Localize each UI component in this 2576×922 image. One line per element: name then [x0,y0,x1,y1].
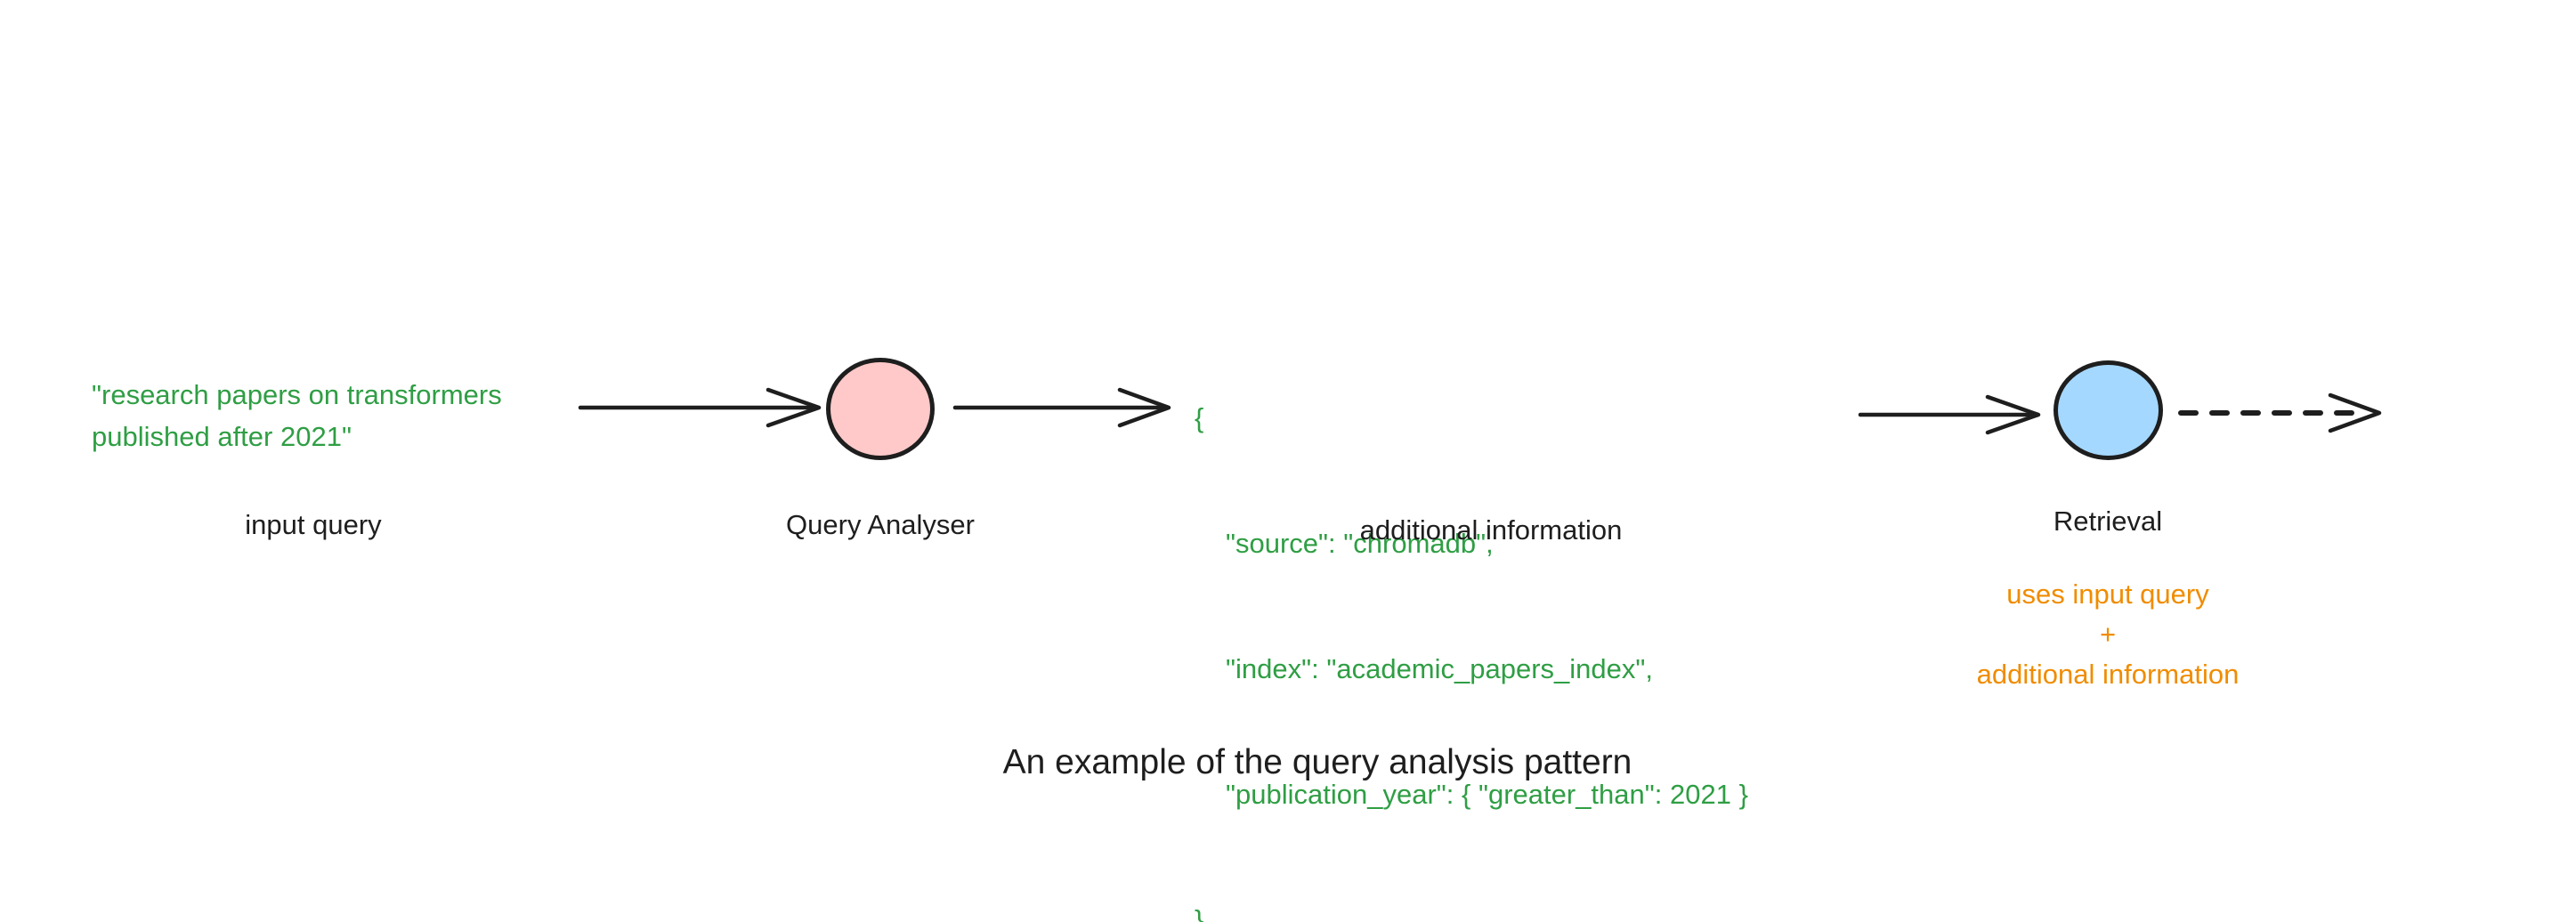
json-line: "source": "chromadb", [1226,528,1494,559]
input-query-text-line2: published after 2021" [92,421,352,452]
arrow-right-icon [578,387,822,428]
json-line: } [1195,904,1204,922]
additional-information-label: additional information [1359,514,1623,546]
arrow-right-icon [952,387,1171,428]
arrow-right-icon [1858,394,2041,435]
dashed-arrow-right-icon [2178,392,2382,433]
input-query-text-line1: "research papers on transformers [92,379,502,410]
input-query-label: input query [245,509,382,540]
retrieval-note-line3: additional information [1976,659,2240,690]
additional-information-json: { "source": "chromadb", "index": "academ… [1195,313,1748,922]
query-analyser-label: Query Analyser [786,509,975,540]
retrieval-node [2054,360,2163,460]
query-analyser-node [826,358,935,460]
retrieval-label: Retrieval [2053,505,2163,537]
retrieval-note-line2: + [2099,619,2117,650]
json-line: { [1195,402,1204,433]
json-line: "publication_year": { "greater_than": 20… [1226,779,1748,810]
retrieval-note: uses input query + additional informatio… [1930,574,2286,694]
diagram-caption: An example of the query analysis pattern [1002,743,1632,781]
input-query-text: "research papers on transformers publish… [92,374,502,457]
retrieval-note-line1: uses input query [2006,578,2209,610]
json-line: "index": "academic_papers_index", [1226,653,1654,684]
